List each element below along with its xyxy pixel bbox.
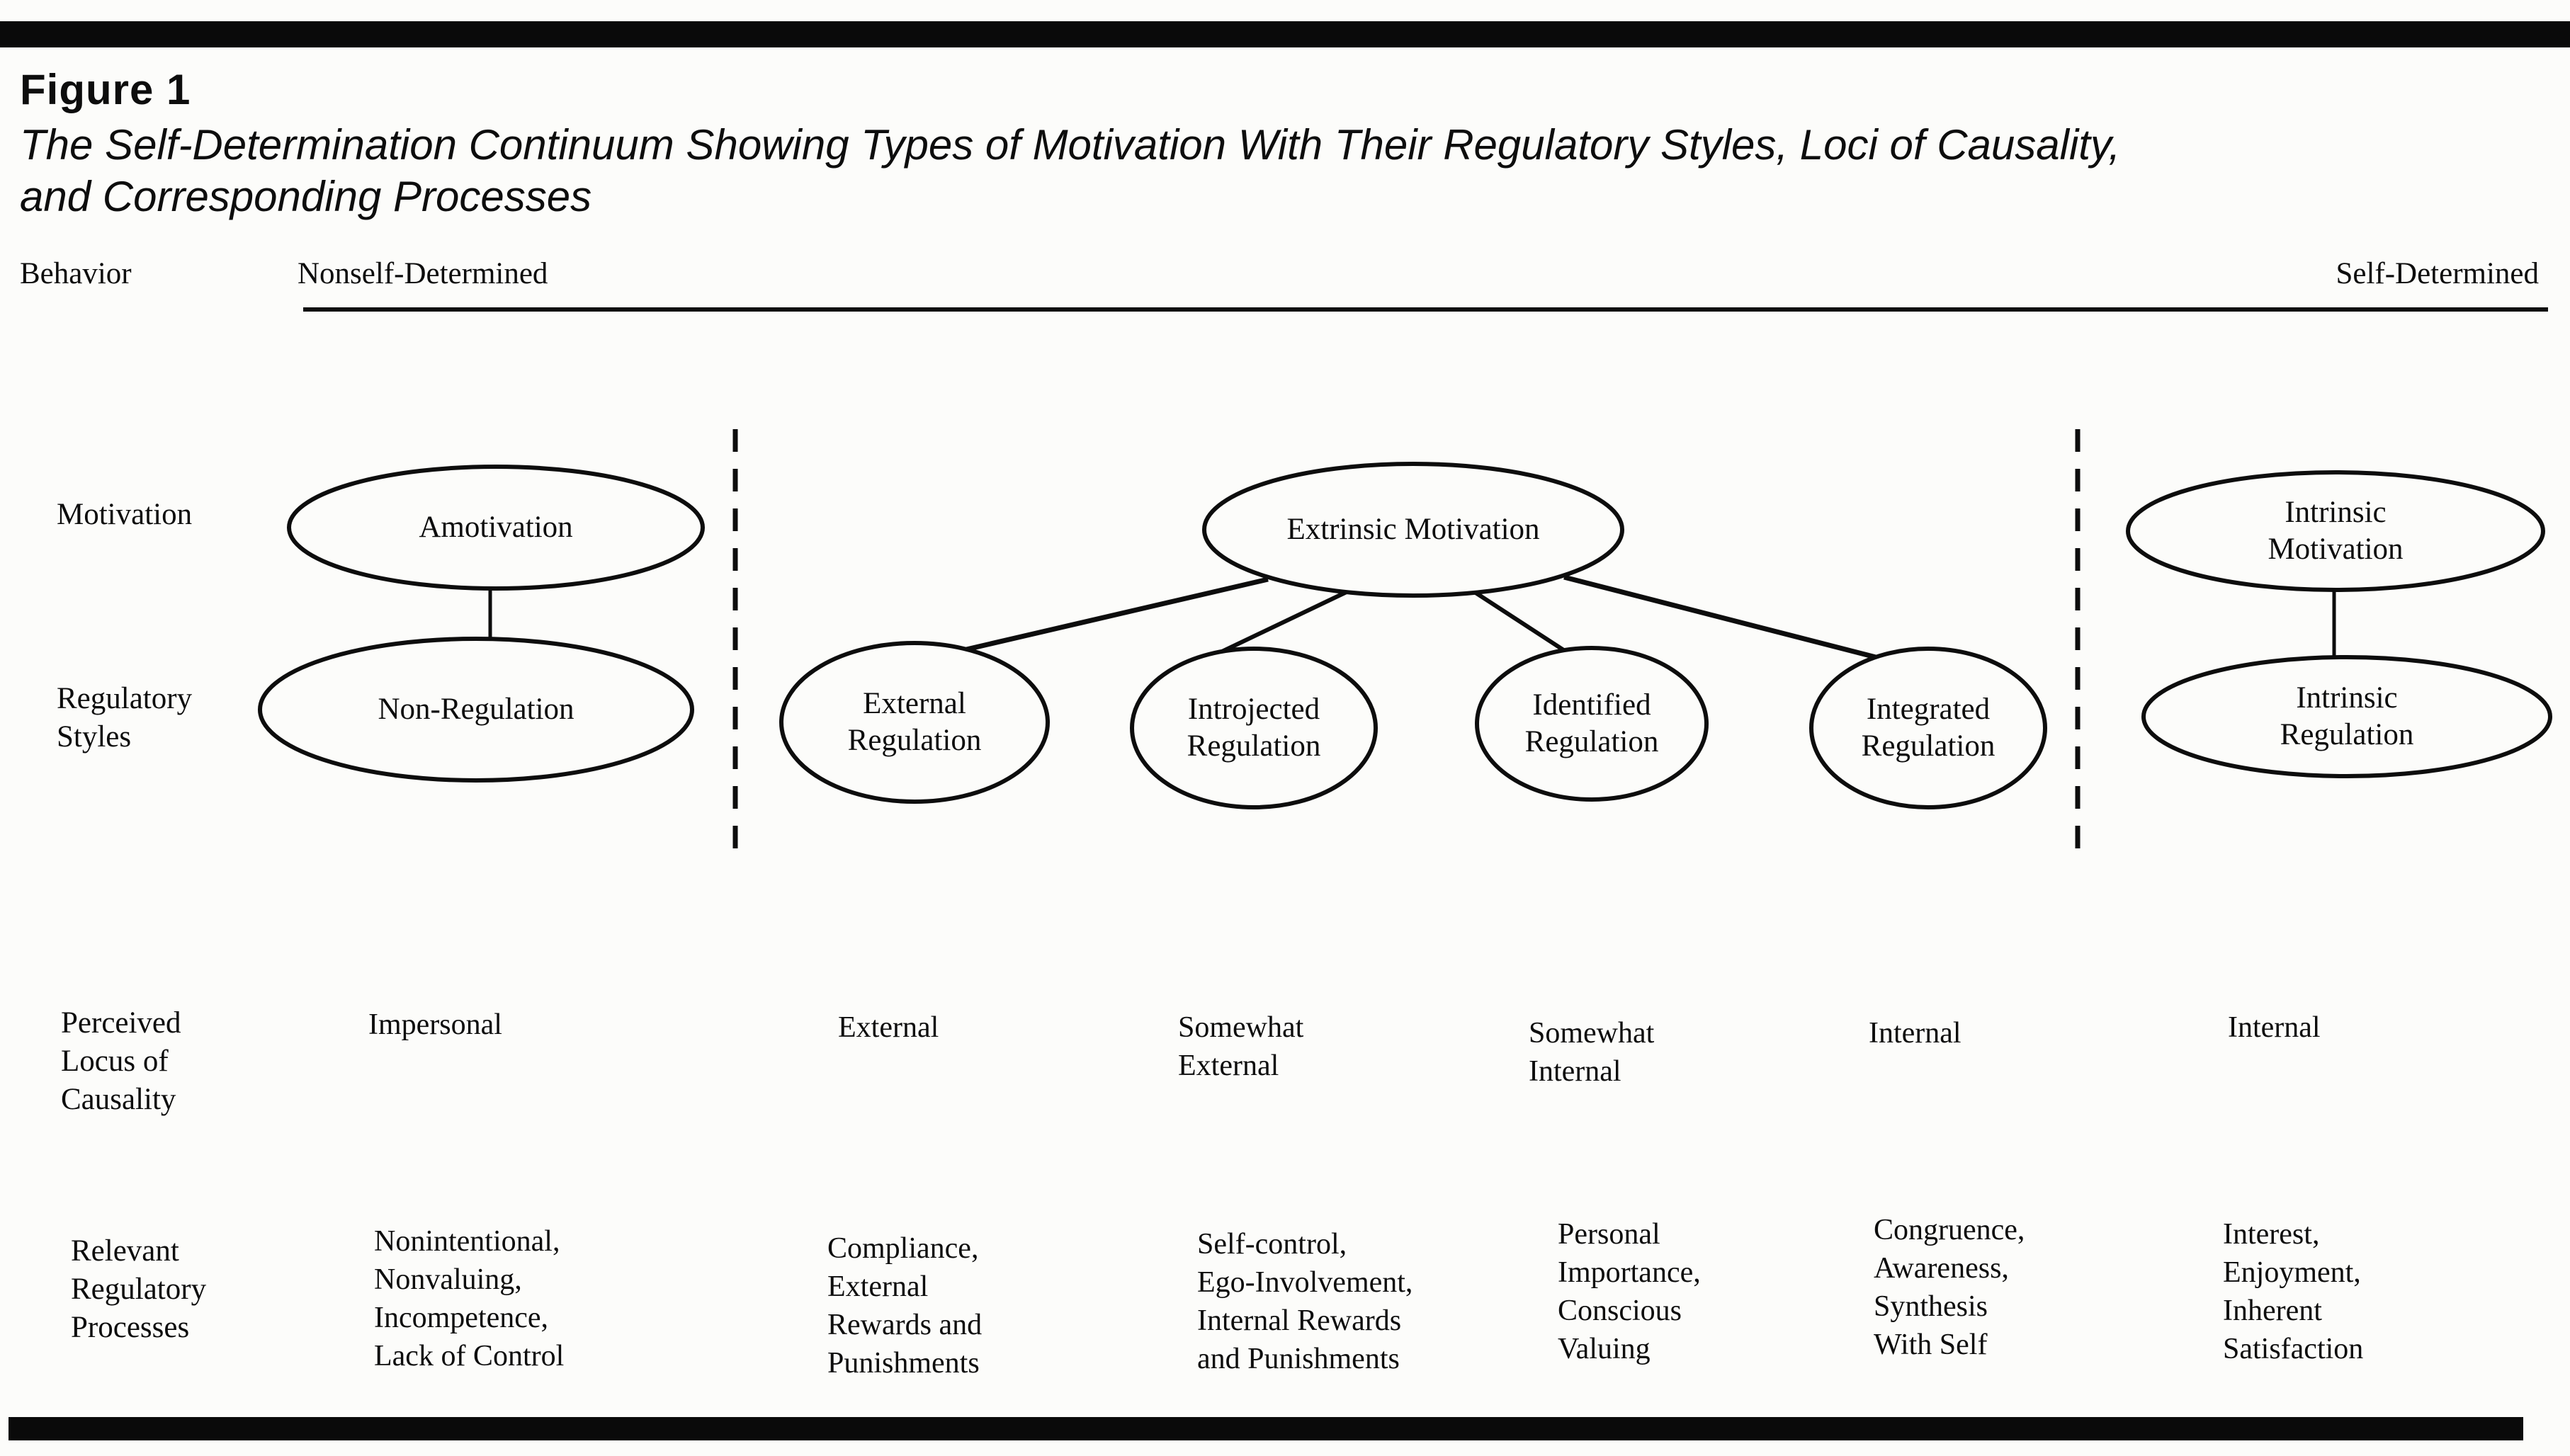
motivation-row-label: Motivation <box>57 498 193 531</box>
bottom-rule-bar <box>9 1417 2523 1440</box>
process-col-introjected: Self-control, Ego-Involvement, Internal … <box>1197 1228 1413 1375</box>
extrinsic-motivation-ellipse <box>1202 462 1624 598</box>
continuum-left-end-label: Nonself-Determined <box>298 257 548 290</box>
amotivation-ellipse <box>287 465 705 591</box>
relevant-processes-row-label: Relevant Regulatory Processes <box>71 1234 207 1344</box>
integrated-regulation-ellipse <box>1809 647 2047 809</box>
intrinsic-motivation-label: Intrinsic Motivation <box>2268 496 2404 566</box>
locus-value-internal-2: Internal <box>2228 1011 2321 1044</box>
locus-value-external: External <box>838 1011 939 1044</box>
extrinsic-external-connector-line <box>963 576 1269 653</box>
extrinsic-motivation-label: Extrinsic Motivation <box>1286 513 1540 546</box>
extrinsic-integrated-connector-line <box>1563 574 1876 660</box>
extrinsic-identified-connector-line <box>1472 589 1568 654</box>
top-rule-bar <box>0 21 2570 47</box>
process-col-identified: Personal Importance, Conscious Valuing <box>1558 1218 1701 1365</box>
process-col-external: Compliance, External Rewards and Punishm… <box>827 1232 983 1380</box>
amotivation-label: Amotivation <box>419 511 573 544</box>
external-regulation-label: External Regulation <box>847 687 982 757</box>
perceived-locus-row-label: Perceived Locus of Causality <box>61 1006 181 1116</box>
external-regulation-ellipse <box>779 641 1050 804</box>
locus-value-internal-1: Internal <box>1869 1017 1962 1050</box>
intrinsic-motivation-ellipse <box>2126 470 2545 592</box>
non-regulation-label: Non-Regulation <box>378 693 574 726</box>
process-col-amotivation: Nonintentional, Nonvaluing, Incompetence… <box>374 1225 565 1372</box>
figure-number-label: Figure 1 <box>20 66 191 113</box>
identified-regulation-label: Identified Regulation <box>1524 688 1659 758</box>
figure-title: The Self-Determination Continuum Showing… <box>20 121 2121 220</box>
integrated-regulation-label: Integrated Regulation <box>1861 693 1996 763</box>
introjected-regulation-label: Introjected Regulation <box>1187 693 1321 763</box>
locus-value-impersonal: Impersonal <box>368 1008 502 1041</box>
behavior-row-label: Behavior <box>20 257 132 290</box>
introjected-regulation-ellipse <box>1130 647 1378 809</box>
process-col-integrated: Congruence, Awareness, Synthesis With Se… <box>1874 1214 2025 1361</box>
extrinsic-introjected-connector-line <box>1219 588 1351 654</box>
intrinsic-regulation-ellipse <box>2141 655 2552 778</box>
intrinsic-regulation-label: Intrinsic Regulation <box>2280 681 2414 751</box>
continuum-right-end-label: Self-Determined <box>2336 257 2539 290</box>
non-regulation-ellipse <box>258 637 694 783</box>
regulatory-styles-row-label: Regulatory Styles <box>57 682 193 753</box>
locus-value-somewhat-internal: Somewhat Internal <box>1529 1017 1655 1088</box>
process-col-intrinsic: Interest, Enjoyment, Inherent Satisfacti… <box>2223 1218 2364 1365</box>
locus-value-somewhat-external: Somewhat External <box>1178 1011 1304 1082</box>
identified-regulation-ellipse <box>1475 646 1709 802</box>
